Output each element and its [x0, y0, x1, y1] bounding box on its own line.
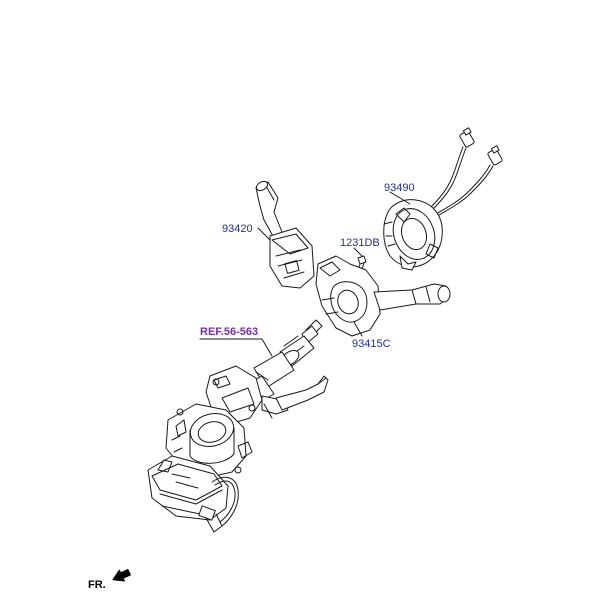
combination-switch-body	[315, 255, 451, 337]
reference-label: REF.56-563	[200, 326, 259, 338]
leader-1231DB	[353, 247, 363, 257]
part-label-93415C: 93415C	[352, 338, 391, 350]
arrow-icon	[112, 568, 131, 582]
clock-spring-assembly	[383, 127, 503, 271]
leader-ref	[199, 338, 273, 357]
eps-ecu-housing	[147, 455, 239, 533]
leader-lines	[199, 191, 411, 357]
front-direction-label: FR.	[88, 579, 106, 591]
leader-93420	[257, 227, 271, 241]
part-label-93490: 93490	[384, 182, 415, 194]
leader-93415C	[353, 321, 363, 337]
multifunction-switch-lever	[255, 180, 315, 289]
part-label-93420: 93420	[222, 223, 253, 235]
part-label-1231DB: 1231DB	[340, 237, 380, 249]
leader-93490	[389, 191, 411, 205]
